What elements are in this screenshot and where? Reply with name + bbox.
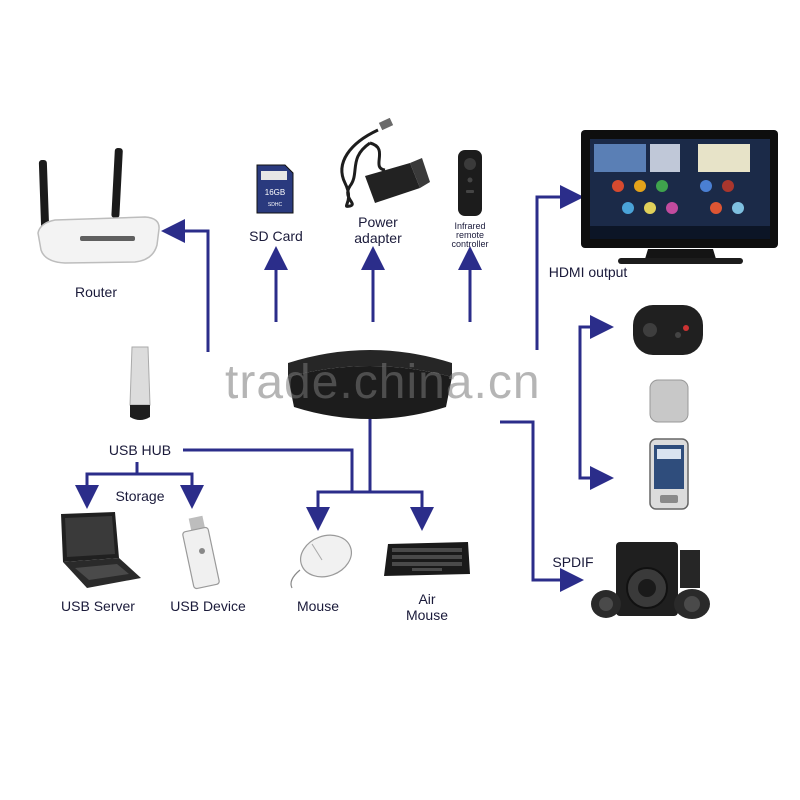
laptop-icon [61,512,141,588]
wire-router [161,219,210,352]
power-adapter-icon [340,118,430,208]
router-icon [37,147,160,264]
power-adapter-label-line2: adapter [354,230,402,246]
mouse-icon [290,534,352,589]
ir-remote-label: Infrared remote controller [440,222,500,249]
watermark: trade.china.cn [225,356,541,409]
speakers-icon [591,542,710,619]
router-label: Router [74,284,118,300]
air-mouse-label-line1: Air [418,591,436,607]
air-mouse-label: Air Mouse [392,591,462,623]
sd-capacity: 16GB [265,188,285,197]
set-top-box-icon [288,350,452,419]
gamepad-icon [633,305,703,423]
spdif-label: SPDIF [552,554,594,570]
wire-hdmi [535,185,584,350]
mouse-label: Mouse [296,598,340,614]
ir-remote-label-line2: remote [455,230,484,240]
wire-mouse [306,405,372,531]
wire-gamepad [578,315,614,405]
wire-usb-hub [183,448,354,492]
usb-drive-icon [182,515,220,590]
wire-air-mouse [370,490,434,531]
power-adapter-label: Power adapter [338,214,418,246]
sd-card-label: SD Card [249,228,303,244]
wire-storage-left [75,462,139,509]
usb-server-label: USB Server [61,598,135,614]
hdmi-output-label: HDMI output [548,264,628,280]
ir-remote-label-line1: Infrared [454,221,486,231]
usb-device-label: USB Device [170,598,246,614]
sd-brand: SDHC [268,202,283,208]
smartphone-icon [649,438,689,510]
sd-card-icon: 16GB SDHC [256,164,294,214]
wire-phone [578,405,614,490]
usb-hub-label: USB HUB [108,442,172,458]
tv-icon [581,130,778,264]
ir-remote-label-line3: controller [451,239,489,249]
remote-control-icon [458,150,482,216]
power-adapter-label-line1: Power [358,214,398,230]
wire-storage-right [137,472,204,509]
storage-label: Storage [115,488,165,504]
air-mouse-label-line2: Mouse [405,607,449,623]
wire-spdif [500,420,584,592]
air-mouse-keyboard-icon [384,542,470,576]
usb-hub-icon [129,346,151,420]
